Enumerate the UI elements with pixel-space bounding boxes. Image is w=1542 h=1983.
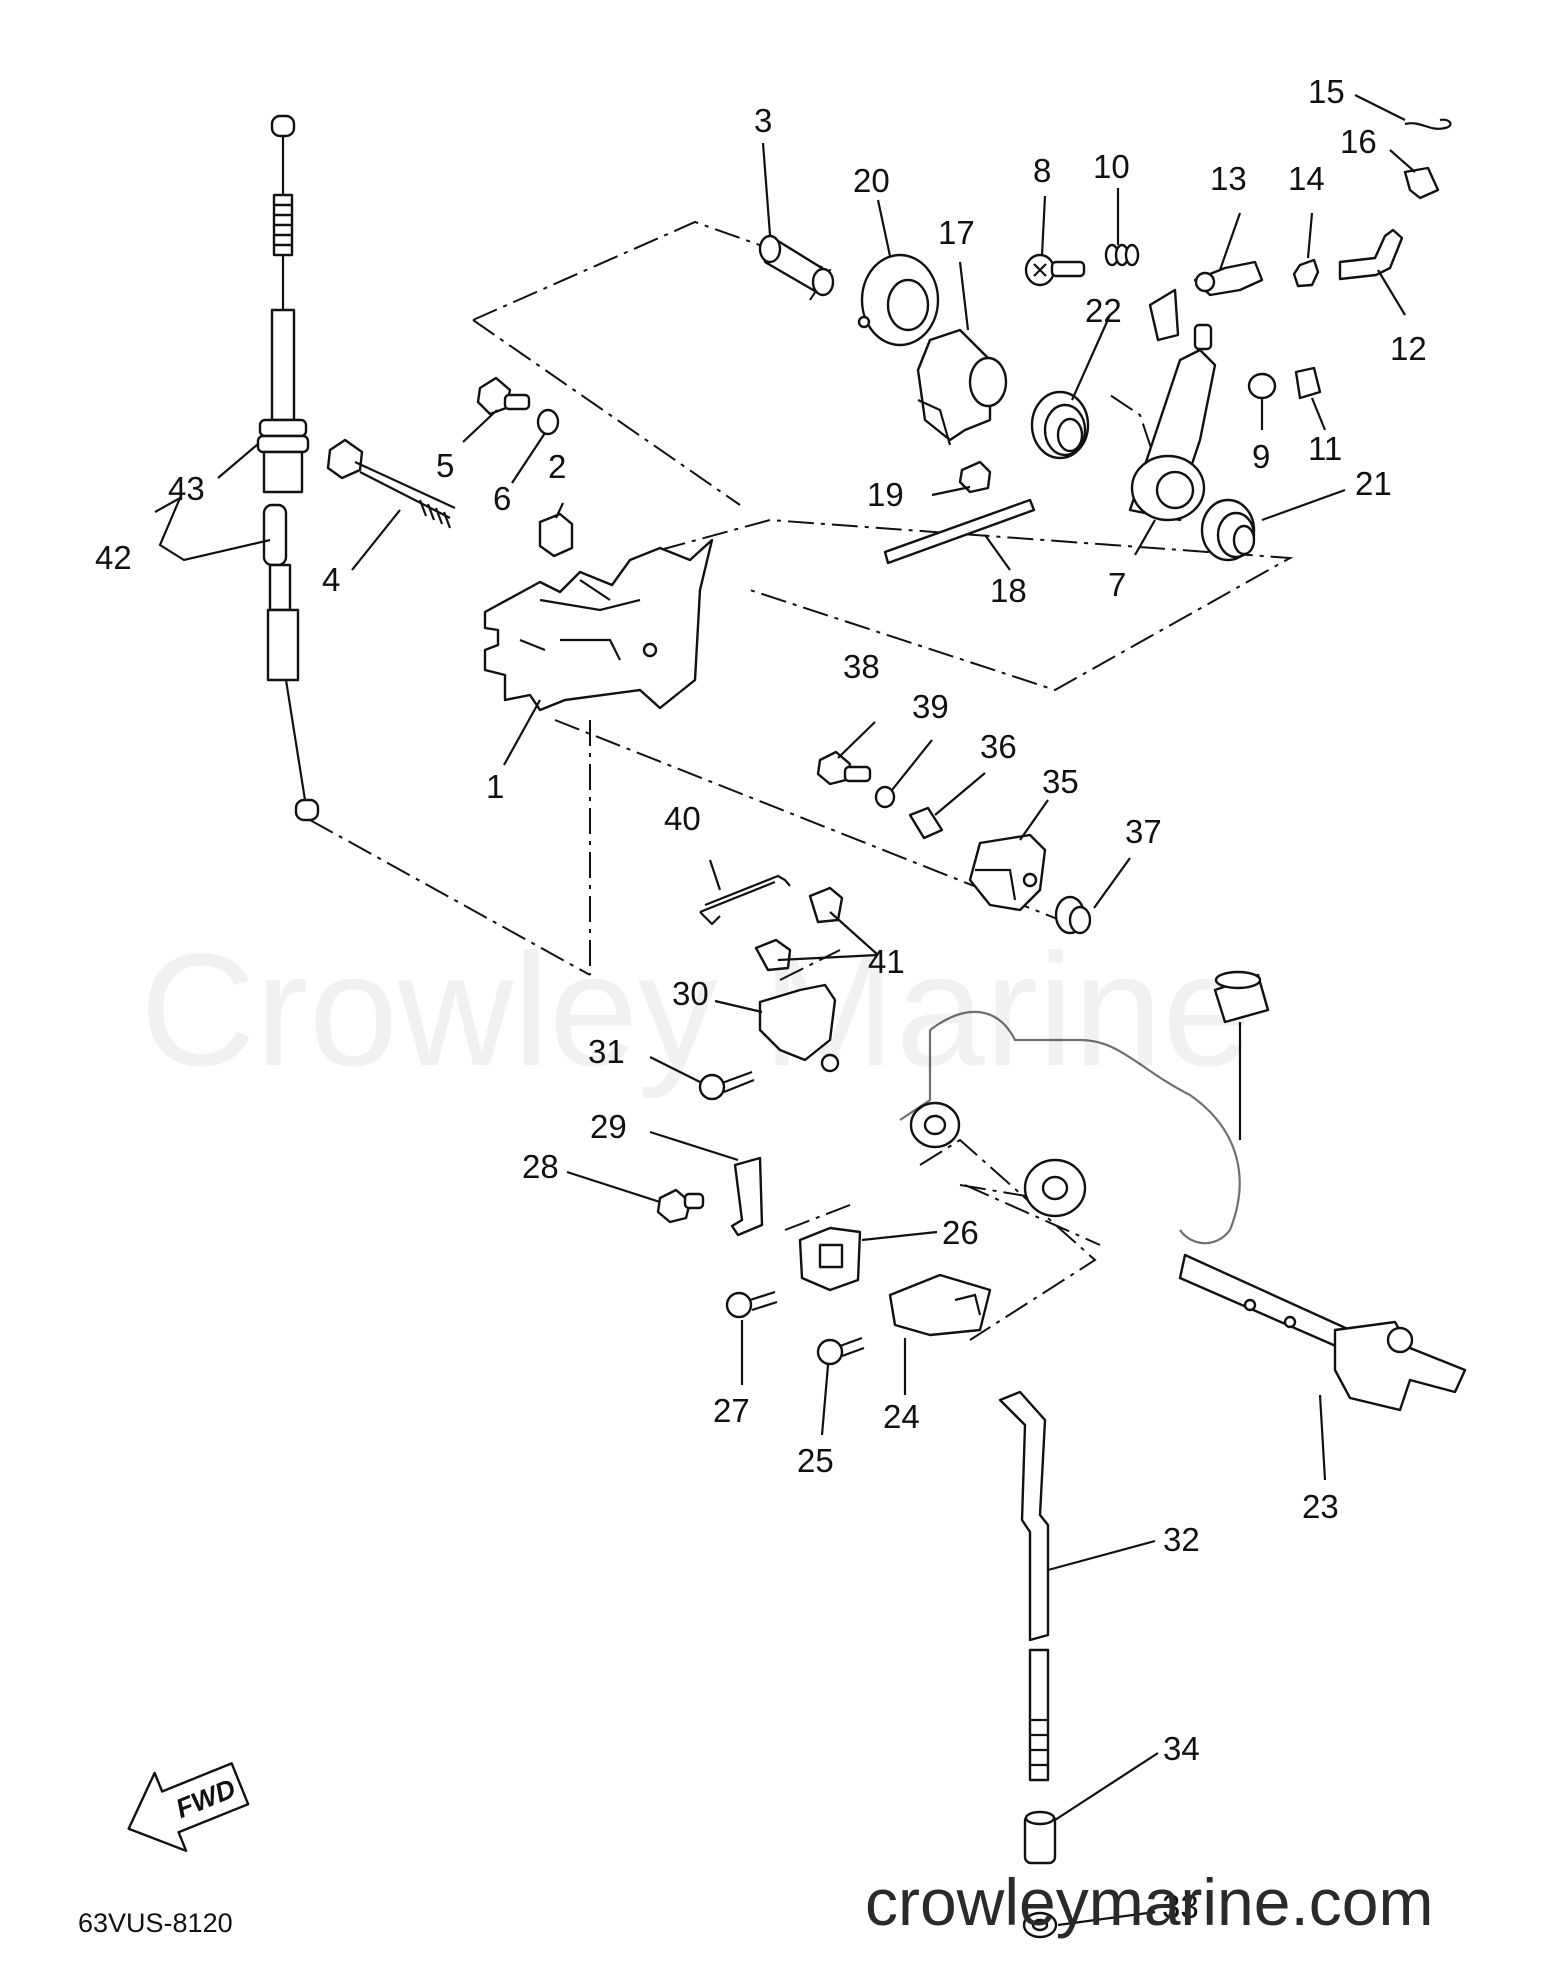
pin-part-36 bbox=[908, 806, 944, 840]
label-41: 41 bbox=[868, 943, 905, 980]
plate-bracket bbox=[1148, 288, 1180, 342]
fwd-arrow: FWD bbox=[127, 1762, 250, 1853]
label-38: 38 bbox=[843, 648, 880, 685]
rod-part-32 bbox=[998, 1390, 1050, 1782]
clip-part-19 bbox=[958, 460, 992, 494]
label-30: 30 bbox=[672, 975, 709, 1012]
spacer-part-34 bbox=[1023, 1810, 1057, 1865]
clip-part-16 bbox=[1403, 166, 1440, 200]
label-20: 20 bbox=[853, 162, 890, 199]
label-11: 11 bbox=[1308, 430, 1342, 467]
label-13: 13 bbox=[1210, 160, 1247, 197]
link-part-13 bbox=[1193, 260, 1264, 297]
spring-part-22 bbox=[1030, 390, 1090, 460]
washer-part-39 bbox=[874, 785, 896, 809]
label-6: 6 bbox=[493, 480, 511, 517]
label-19: 19 bbox=[867, 476, 904, 513]
shaft-part-23 bbox=[1178, 1253, 1467, 1412]
label-4: 4 bbox=[322, 561, 340, 598]
spring-part-37 bbox=[1054, 895, 1092, 935]
label-22: 22 bbox=[1085, 292, 1122, 329]
watermark-site-text: crowleymarine.com bbox=[865, 1865, 1433, 1939]
label-3: 3 bbox=[754, 102, 772, 139]
label-32: 32 bbox=[1163, 1521, 1200, 1558]
lever-part-35 bbox=[968, 833, 1047, 912]
drum-part-17 bbox=[916, 328, 1008, 446]
cap-part-11 bbox=[1294, 366, 1322, 400]
label-7: 7 bbox=[1108, 566, 1126, 603]
label-28: 28 bbox=[522, 1148, 559, 1185]
bolt-part-4 bbox=[326, 438, 456, 529]
bracket-part-1 bbox=[483, 538, 714, 712]
pipe-part-12 bbox=[1338, 228, 1404, 281]
label-26: 26 bbox=[942, 1214, 979, 1251]
spring-part-10 bbox=[1104, 243, 1140, 267]
washer-part-9 bbox=[1247, 372, 1277, 400]
plunger-part-top bbox=[1213, 970, 1270, 1140]
label-2: 2 bbox=[548, 448, 566, 485]
label-23: 23 bbox=[1302, 1488, 1339, 1525]
screw-part-8 bbox=[1024, 253, 1086, 287]
label-5: 5 bbox=[436, 447, 454, 484]
label-35: 35 bbox=[1042, 763, 1079, 800]
screw-part-25 bbox=[816, 1336, 865, 1366]
label-21: 21 bbox=[1355, 465, 1392, 502]
screw-part-27 bbox=[725, 1290, 778, 1319]
label-37: 37 bbox=[1125, 813, 1162, 850]
label-24: 24 bbox=[883, 1398, 920, 1435]
label-12: 12 bbox=[1390, 330, 1427, 367]
housing-shadow bbox=[899, 1010, 1241, 1245]
part-number-labels: 1 2 3 4 5 6 7 8 9 10 11 12 13 14 15 16 1… bbox=[95, 73, 1427, 1925]
label-43: 43 bbox=[168, 470, 205, 507]
label-14: 14 bbox=[1288, 160, 1325, 197]
label-1: 1 bbox=[486, 768, 504, 805]
label-15: 15 bbox=[1308, 73, 1345, 110]
label-25: 25 bbox=[797, 1442, 834, 1479]
plate-part-29 bbox=[730, 1156, 764, 1237]
label-27: 27 bbox=[713, 1392, 750, 1429]
label-8: 8 bbox=[1033, 152, 1051, 189]
bolt-part-38 bbox=[816, 750, 872, 786]
shaft-link bbox=[909, 1101, 1087, 1218]
label-36: 36 bbox=[980, 728, 1017, 765]
label-18: 18 bbox=[990, 572, 1027, 609]
bolt-part-28 bbox=[656, 1188, 705, 1224]
bracket-part-26 bbox=[798, 1226, 862, 1292]
label-42: 42 bbox=[95, 539, 132, 576]
shaft-part-3 bbox=[758, 234, 835, 297]
bolt-part-5 bbox=[476, 376, 531, 416]
rod-part-18 bbox=[883, 498, 1036, 565]
label-33: 33 bbox=[1162, 1888, 1199, 1925]
washer-part-6 bbox=[536, 408, 560, 436]
label-39: 39 bbox=[912, 688, 949, 725]
label-10: 10 bbox=[1093, 148, 1130, 185]
collar-part-2 bbox=[538, 512, 574, 558]
drum-part-20 bbox=[857, 253, 940, 347]
label-40: 40 bbox=[664, 800, 701, 837]
diagram-code: 63VUS-8120 bbox=[78, 1908, 233, 1938]
assembly-outlines bbox=[309, 220, 1294, 1341]
throttle-cable-assembly bbox=[256, 114, 320, 822]
label-31: 31 bbox=[588, 1033, 625, 1070]
bracket-part-24 bbox=[888, 1273, 992, 1337]
cam-part-30 bbox=[758, 983, 840, 1073]
label-34: 34 bbox=[1163, 1730, 1200, 1767]
label-29: 29 bbox=[590, 1108, 627, 1145]
leader-lines bbox=[154, 94, 1416, 1927]
label-9: 9 bbox=[1252, 438, 1270, 475]
clip-part-15 bbox=[1404, 118, 1452, 130]
nut-part-14 bbox=[1292, 258, 1320, 288]
washer-part-33 bbox=[1022, 1911, 1058, 1939]
lever-part-7 bbox=[1128, 323, 1217, 522]
spring-part-21 bbox=[1200, 498, 1256, 562]
label-16: 16 bbox=[1340, 123, 1377, 160]
screw-part-31 bbox=[698, 1070, 755, 1101]
watermark-center-text: Crowley Marine bbox=[140, 920, 1251, 1099]
rod-part-40 bbox=[699, 874, 791, 926]
label-17: 17 bbox=[938, 214, 975, 251]
